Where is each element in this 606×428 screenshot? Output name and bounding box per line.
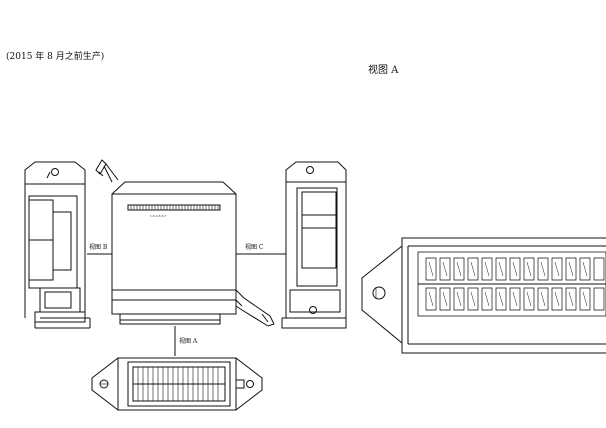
side-view-right bbox=[282, 162, 346, 328]
bottom-view bbox=[92, 326, 262, 410]
view-a-detail bbox=[362, 238, 606, 353]
view-a-title: 视图 A bbox=[368, 65, 399, 76]
callout-view-b: 视图 B bbox=[89, 244, 108, 251]
production-note: (2015 年 8 月之前生产) bbox=[6, 52, 105, 62]
front-view-center bbox=[96, 160, 274, 326]
callout-view-c: 视图 C bbox=[245, 244, 264, 251]
side-view-left bbox=[25, 162, 90, 328]
pin-row-label: 1-5 2-6 3-7 bbox=[150, 214, 167, 218]
callout-view-a: 视图 A bbox=[179, 338, 198, 345]
